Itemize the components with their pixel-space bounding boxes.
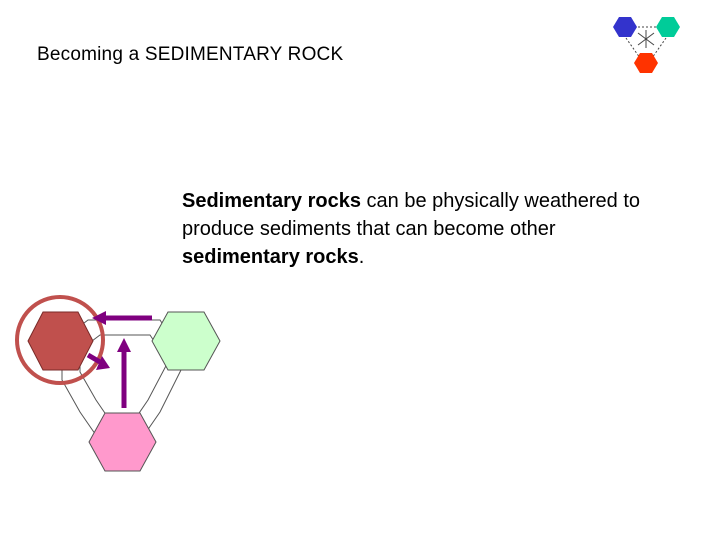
arrow-from-igneous: [117, 338, 131, 408]
arrow-sediment-loop: [86, 352, 110, 370]
arrow-to-sedimentary: [92, 311, 152, 325]
body-bold-1: Sedimentary rocks: [182, 190, 361, 212]
highlight-ring: [15, 295, 105, 385]
slide-title: Becoming a SEDIMENTARY ROCK: [37, 44, 343, 66]
body-bold-3: sedimentary rocks: [182, 246, 359, 268]
logo-green-hexagon: [656, 17, 680, 37]
body-text: Sedimentary rocks can be physically weat…: [182, 187, 652, 271]
body-text-4: .: [358, 246, 365, 268]
logo-blue-hexagon: [613, 17, 637, 37]
logo-red-hexagon: [634, 53, 658, 73]
igneous-hexagon: [88, 412, 157, 472]
title-caps: SEDIMENTARY ROCK: [144, 44, 344, 65]
metamorphic-hexagon: [151, 311, 221, 371]
sedimentary-hexagon: [27, 311, 94, 371]
body-text-2: can be physically weathered to produce s…: [182, 190, 641, 240]
title-prefix: Becoming a: [37, 44, 140, 65]
